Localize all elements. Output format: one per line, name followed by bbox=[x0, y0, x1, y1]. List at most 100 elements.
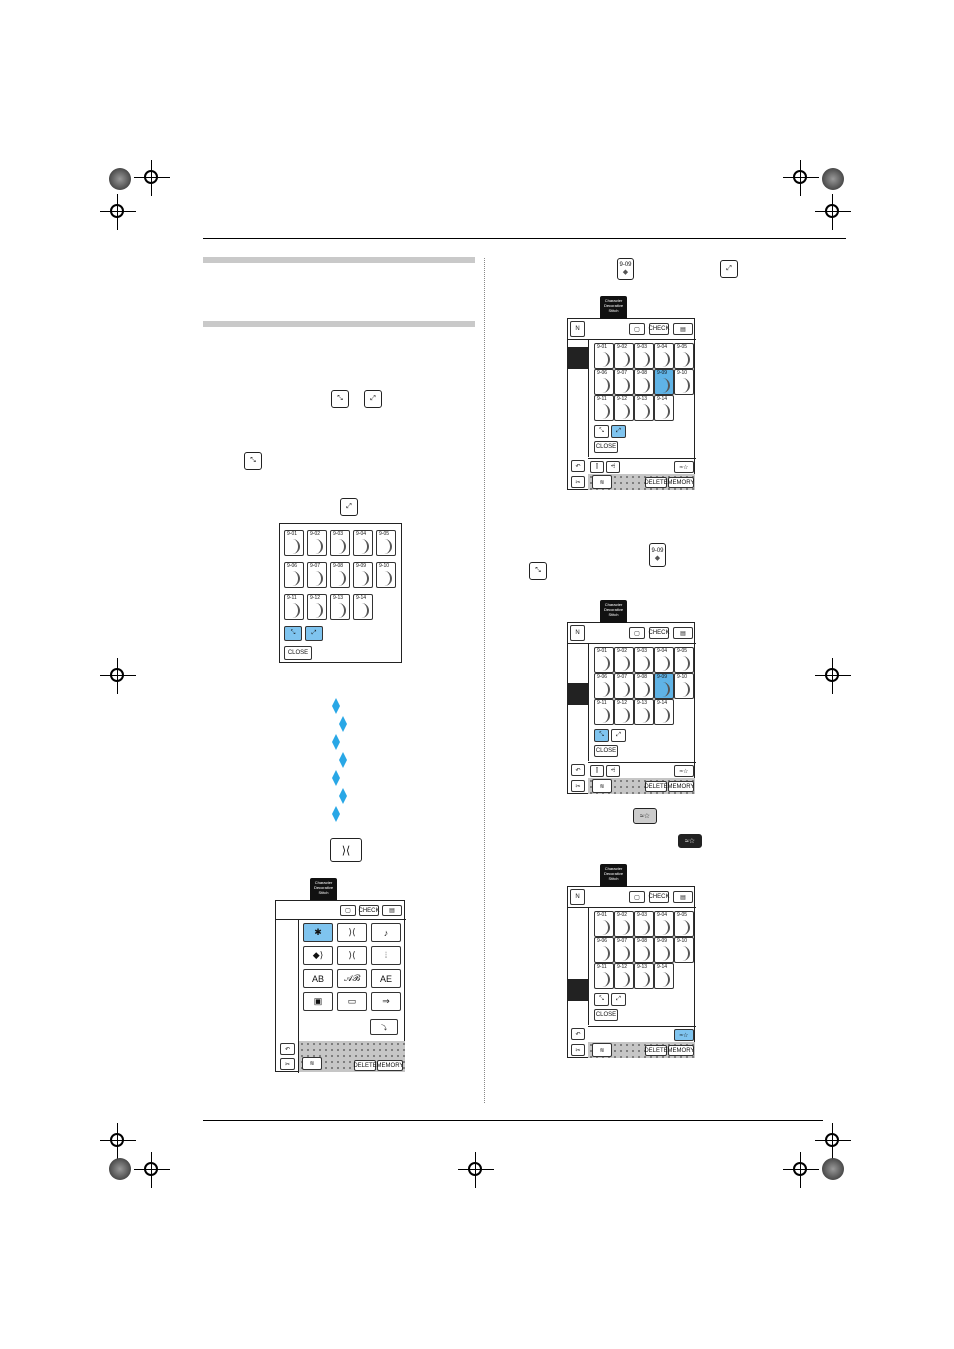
category-button-icon[interactable]: ⟩⟨ bbox=[337, 923, 367, 942]
category-button-icon[interactable]: ⦙ bbox=[371, 946, 401, 965]
mirror-right-icon[interactable]: ⤢ bbox=[364, 390, 382, 408]
pattern-cell-9-01[interactable]: 9-01 bbox=[594, 647, 614, 673]
pattern-cell-9-05[interactable]: 9-05 bbox=[376, 530, 396, 556]
pattern-cell-9-05[interactable]: 9-05 bbox=[674, 647, 694, 673]
help-button[interactable]: ▤ bbox=[673, 891, 693, 903]
scissors-button[interactable]: ✂ bbox=[571, 476, 585, 488]
pattern-cell-9-08[interactable]: 9-08 bbox=[330, 562, 350, 588]
mirror-right-button[interactable]: ⤢ bbox=[611, 425, 626, 438]
pattern-cell-9-12[interactable]: 9-12 bbox=[614, 395, 634, 421]
check-button[interactable]: CHECK bbox=[649, 891, 670, 903]
scissors-button[interactable]: ✂ bbox=[571, 780, 585, 792]
pattern-cell-9-10[interactable]: 9-10 bbox=[674, 937, 694, 963]
pattern-cell-9-07[interactable]: 9-07 bbox=[614, 937, 634, 963]
pattern-9-09-icon[interactable]: 9-09◆ bbox=[617, 258, 634, 280]
pattern-cell-9-04[interactable]: 9-04 bbox=[654, 343, 674, 369]
category-button-icon[interactable]: ♪ bbox=[371, 923, 401, 942]
pattern-cell-9-13[interactable]: 9-13 bbox=[330, 594, 350, 620]
memory-button[interactable]: MEMORY bbox=[668, 781, 694, 792]
delete-button[interactable]: DELETE bbox=[644, 1045, 668, 1056]
pattern-cell-9-09[interactable]: 9-09 bbox=[654, 673, 674, 699]
help-button[interactable]: ▤ bbox=[673, 627, 693, 639]
lock-button[interactable]: ▢ bbox=[629, 323, 645, 335]
category-button-icon[interactable]: ⟩⟨ bbox=[337, 946, 367, 965]
pattern-cell-9-13[interactable]: 9-13 bbox=[634, 699, 654, 725]
pattern-cell-9-14[interactable]: 9-14 bbox=[654, 963, 674, 989]
pattern-cell-9-14[interactable]: 9-14 bbox=[353, 594, 373, 620]
pattern-cell-9-04[interactable]: 9-04 bbox=[654, 911, 674, 937]
mirror-right-icon[interactable]: ⤢ bbox=[340, 498, 358, 516]
mirror-left-button[interactable]: ⤡ bbox=[284, 626, 302, 641]
category-button-icon[interactable]: AE bbox=[371, 969, 401, 988]
pattern-cell-9-07[interactable]: 9-07 bbox=[614, 369, 634, 395]
repeat-button[interactable]: ≈☆ bbox=[674, 1029, 694, 1041]
pattern-cell-9-12[interactable]: 9-12 bbox=[307, 594, 327, 620]
stitch-button[interactable]: ≋ bbox=[592, 475, 612, 489]
pattern-cell-9-12[interactable]: 9-12 bbox=[614, 699, 634, 725]
memory-button[interactable]: MEMORY bbox=[377, 1060, 403, 1071]
pattern-cell-9-09[interactable]: 9-09 bbox=[654, 369, 674, 395]
category-button-icon[interactable]: AB bbox=[303, 969, 333, 988]
lock-button[interactable]: ▢ bbox=[629, 627, 645, 639]
stitch-pattern-icon[interactable]: ⟩⟨ bbox=[330, 838, 362, 862]
needle-mode-button[interactable]: N bbox=[570, 625, 585, 641]
pattern-cell-9-11[interactable]: 9-11 bbox=[284, 594, 304, 620]
delete-button[interactable]: DELETE bbox=[353, 1060, 377, 1071]
mirror-vertical-button[interactable]: ⫿ bbox=[590, 461, 604, 473]
pattern-cell-9-04[interactable]: 9-04 bbox=[654, 647, 674, 673]
mirror-right-button[interactable]: ⤢ bbox=[611, 993, 626, 1006]
single-pattern-icon[interactable]: ≈☆ bbox=[678, 834, 702, 848]
pattern-cell-9-09[interactable]: 9-09 bbox=[353, 562, 373, 588]
pattern-cell-9-01[interactable]: 9-01 bbox=[594, 911, 614, 937]
scissors-button[interactable]: ✂ bbox=[280, 1058, 295, 1070]
pattern-cell-9-11[interactable]: 9-11 bbox=[594, 963, 614, 989]
check-button[interactable]: CHECK bbox=[649, 323, 670, 335]
undo-button[interactable]: ↶ bbox=[280, 1043, 295, 1055]
pattern-cell-9-14[interactable]: 9-14 bbox=[654, 395, 674, 421]
category-button-icon[interactable]: ✱ bbox=[303, 923, 333, 942]
check-button[interactable]: CHECK bbox=[359, 905, 380, 916]
mirror-left-button[interactable]: ⤡ bbox=[594, 729, 609, 742]
undo-button[interactable]: ↶ bbox=[571, 1028, 585, 1040]
pattern-cell-9-10[interactable]: 9-10 bbox=[376, 562, 396, 588]
pattern-cell-9-09[interactable]: 9-09 bbox=[654, 937, 674, 963]
pattern-cell-9-10[interactable]: 9-10 bbox=[674, 369, 694, 395]
undo-button[interactable]: ↶ bbox=[571, 460, 585, 472]
check-button[interactable]: CHECK bbox=[649, 627, 670, 639]
mirror-left-button[interactable]: ⤡ bbox=[594, 425, 609, 438]
pattern-cell-9-01[interactable]: 9-01 bbox=[594, 343, 614, 369]
pattern-cell-9-02[interactable]: 9-02 bbox=[614, 647, 634, 673]
pattern-cell-9-14[interactable]: 9-14 bbox=[654, 699, 674, 725]
pattern-cell-9-07[interactable]: 9-07 bbox=[307, 562, 327, 588]
lock-button[interactable]: ▢ bbox=[629, 891, 645, 903]
mirror-horizontal-button[interactable]: ⩤ bbox=[606, 461, 620, 473]
pattern-cell-9-06[interactable]: 9-06 bbox=[594, 937, 614, 963]
delete-button[interactable]: DELETE bbox=[644, 477, 668, 488]
mirror-vertical-button[interactable]: ⫿ bbox=[590, 765, 604, 777]
undo-button[interactable]: ↶ bbox=[571, 764, 585, 776]
pattern-cell-9-13[interactable]: 9-13 bbox=[634, 963, 654, 989]
pattern-cell-9-06[interactable]: 9-06 bbox=[594, 673, 614, 699]
close-button[interactable]: CLOSE bbox=[594, 745, 618, 757]
fix-icon-button[interactable]: ⤵ bbox=[370, 1019, 398, 1035]
pattern-cell-9-13[interactable]: 9-13 bbox=[634, 395, 654, 421]
mirror-right-icon[interactable]: ⤢ bbox=[720, 260, 738, 278]
pattern-9-09-icon[interactable]: 9-09◆ bbox=[649, 543, 666, 567]
mirror-right-button[interactable]: ⤢ bbox=[305, 626, 323, 641]
mirror-left-button[interactable]: ⤡ bbox=[594, 993, 609, 1006]
pattern-cell-9-11[interactable]: 9-11 bbox=[594, 395, 614, 421]
pattern-cell-9-03[interactable]: 9-03 bbox=[634, 647, 654, 673]
mirror-left-icon[interactable]: ⤡ bbox=[331, 390, 349, 408]
help-button[interactable]: ▤ bbox=[673, 323, 693, 335]
close-button[interactable]: CLOSE bbox=[594, 1009, 618, 1021]
pattern-cell-9-07[interactable]: 9-07 bbox=[614, 673, 634, 699]
memory-button[interactable]: MEMORY bbox=[668, 477, 694, 488]
mirror-right-button[interactable]: ⤢ bbox=[611, 729, 626, 742]
pattern-cell-9-03[interactable]: 9-03 bbox=[330, 530, 350, 556]
help-button[interactable]: ▤ bbox=[382, 905, 402, 916]
pattern-cell-9-05[interactable]: 9-05 bbox=[674, 343, 694, 369]
category-button-icon[interactable]: ◆⟩ bbox=[303, 946, 333, 965]
